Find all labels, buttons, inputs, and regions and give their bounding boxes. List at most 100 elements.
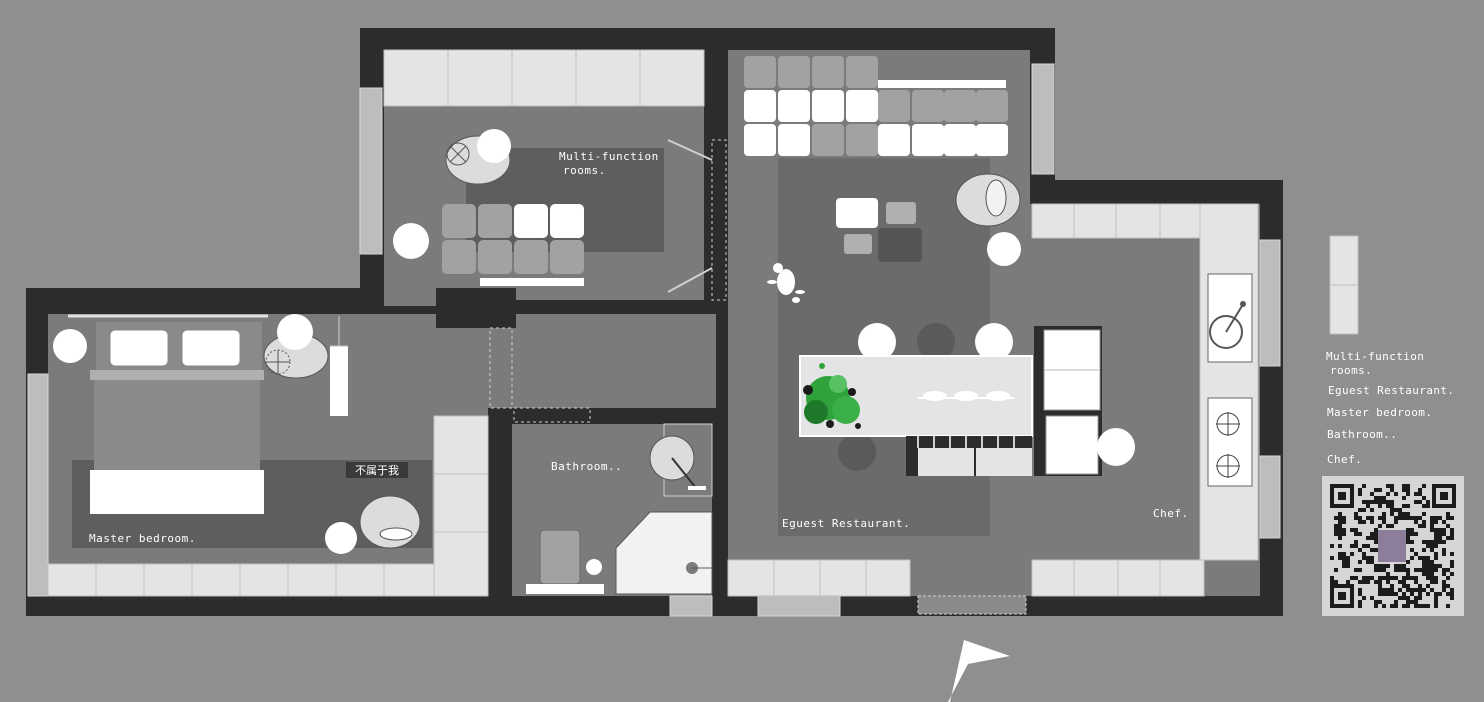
qr-module	[1342, 516, 1346, 520]
qr-module	[1426, 564, 1430, 568]
qr-module	[1446, 524, 1450, 528]
qr-module	[1366, 560, 1370, 564]
qr-module	[1398, 588, 1402, 592]
qr-module	[1386, 524, 1390, 528]
qr-module	[1350, 576, 1354, 580]
qr-module	[1342, 528, 1346, 532]
nightstand-left	[53, 329, 87, 363]
kitchen: Chef.	[1031, 203, 1259, 597]
qr-module	[1406, 540, 1410, 544]
qr-module	[1430, 564, 1434, 568]
qr-module	[1414, 532, 1418, 536]
qr-module	[1366, 576, 1370, 580]
qr-module	[1338, 552, 1342, 556]
qr-module	[1378, 592, 1382, 596]
qr-module	[1354, 544, 1358, 548]
qr-module	[1422, 496, 1426, 500]
qr-module	[1446, 516, 1450, 520]
qr-module	[1418, 604, 1422, 608]
qr-module	[1414, 600, 1418, 604]
qr-module	[1422, 548, 1426, 552]
qr-module	[1450, 536, 1454, 540]
qr-module	[1338, 516, 1342, 520]
qr-module	[1346, 564, 1350, 568]
egg-chair	[955, 173, 1021, 266]
qr-module	[1450, 588, 1454, 592]
qr-module	[1446, 604, 1450, 608]
qr-module	[1418, 584, 1422, 588]
storage-grid	[744, 56, 1008, 156]
qr-module	[1338, 556, 1342, 560]
qr-module	[1414, 576, 1418, 580]
qr-module	[1330, 544, 1334, 548]
qr-module	[1398, 512, 1402, 516]
qr-module	[1378, 588, 1382, 592]
qr-module	[1442, 552, 1446, 556]
qr-module	[1398, 508, 1402, 512]
toilet	[539, 529, 581, 585]
qr-module	[1382, 516, 1386, 520]
qr-module	[1422, 572, 1426, 576]
qr-module	[1422, 540, 1426, 544]
qr-module	[1446, 568, 1450, 572]
qr-module	[1422, 588, 1426, 592]
qr-module	[1438, 536, 1442, 540]
fridge-unit	[1034, 326, 1102, 476]
qr-module	[1370, 548, 1374, 552]
qr-module	[1362, 596, 1366, 600]
lounge-chair	[445, 129, 511, 185]
qr-module	[1378, 524, 1382, 528]
qr-module	[1354, 512, 1358, 516]
qr-module	[1418, 524, 1422, 528]
qr-module	[1442, 584, 1446, 588]
qr-module	[1422, 520, 1426, 524]
qr-module	[1342, 564, 1346, 568]
qr-module	[1370, 536, 1374, 540]
qr-module	[1390, 584, 1394, 588]
qr-module	[1398, 596, 1402, 600]
qr-module	[1358, 592, 1362, 596]
qr-module	[1362, 500, 1366, 504]
qr-module	[1422, 564, 1426, 568]
qr-module	[1434, 580, 1438, 584]
qr-module	[1414, 568, 1418, 572]
legend-item-bathroom: Bathroom..	[1327, 428, 1397, 441]
qr-module	[1394, 564, 1398, 568]
qr-module	[1374, 548, 1378, 552]
qr-module	[1386, 588, 1390, 592]
qr-module	[1374, 564, 1378, 568]
qr-module	[1410, 556, 1414, 560]
qr-module	[1438, 516, 1442, 520]
nightstand-right	[263, 314, 329, 379]
qr-module	[1422, 484, 1426, 488]
qr-module	[1362, 520, 1366, 524]
qr-module	[1362, 508, 1366, 512]
qr-module	[1414, 552, 1418, 556]
qr-module	[1446, 592, 1450, 596]
qr-module	[1374, 540, 1378, 544]
qr-module	[1338, 536, 1342, 540]
qr-module	[1334, 532, 1338, 536]
qr-module	[1382, 500, 1386, 504]
qr-module	[1386, 592, 1390, 596]
qr-module	[1342, 552, 1346, 556]
qr-module	[1402, 596, 1406, 600]
qr-module	[1430, 580, 1434, 584]
qr-module	[1434, 568, 1438, 572]
qr-module	[1430, 572, 1434, 576]
qr-module	[1334, 568, 1338, 572]
qr-module	[1374, 536, 1378, 540]
qr-module	[1362, 556, 1366, 560]
qr-module	[1410, 548, 1414, 552]
qr-module	[1378, 500, 1382, 504]
qr-module	[1338, 528, 1342, 532]
qr-module	[1426, 592, 1430, 596]
qr-module	[1402, 564, 1406, 568]
qr-module	[1330, 576, 1334, 580]
sink	[1207, 273, 1253, 363]
qr-module	[1426, 556, 1430, 560]
qr-module	[1370, 576, 1374, 580]
qr-module	[1358, 588, 1362, 592]
qr-module	[1354, 540, 1358, 544]
